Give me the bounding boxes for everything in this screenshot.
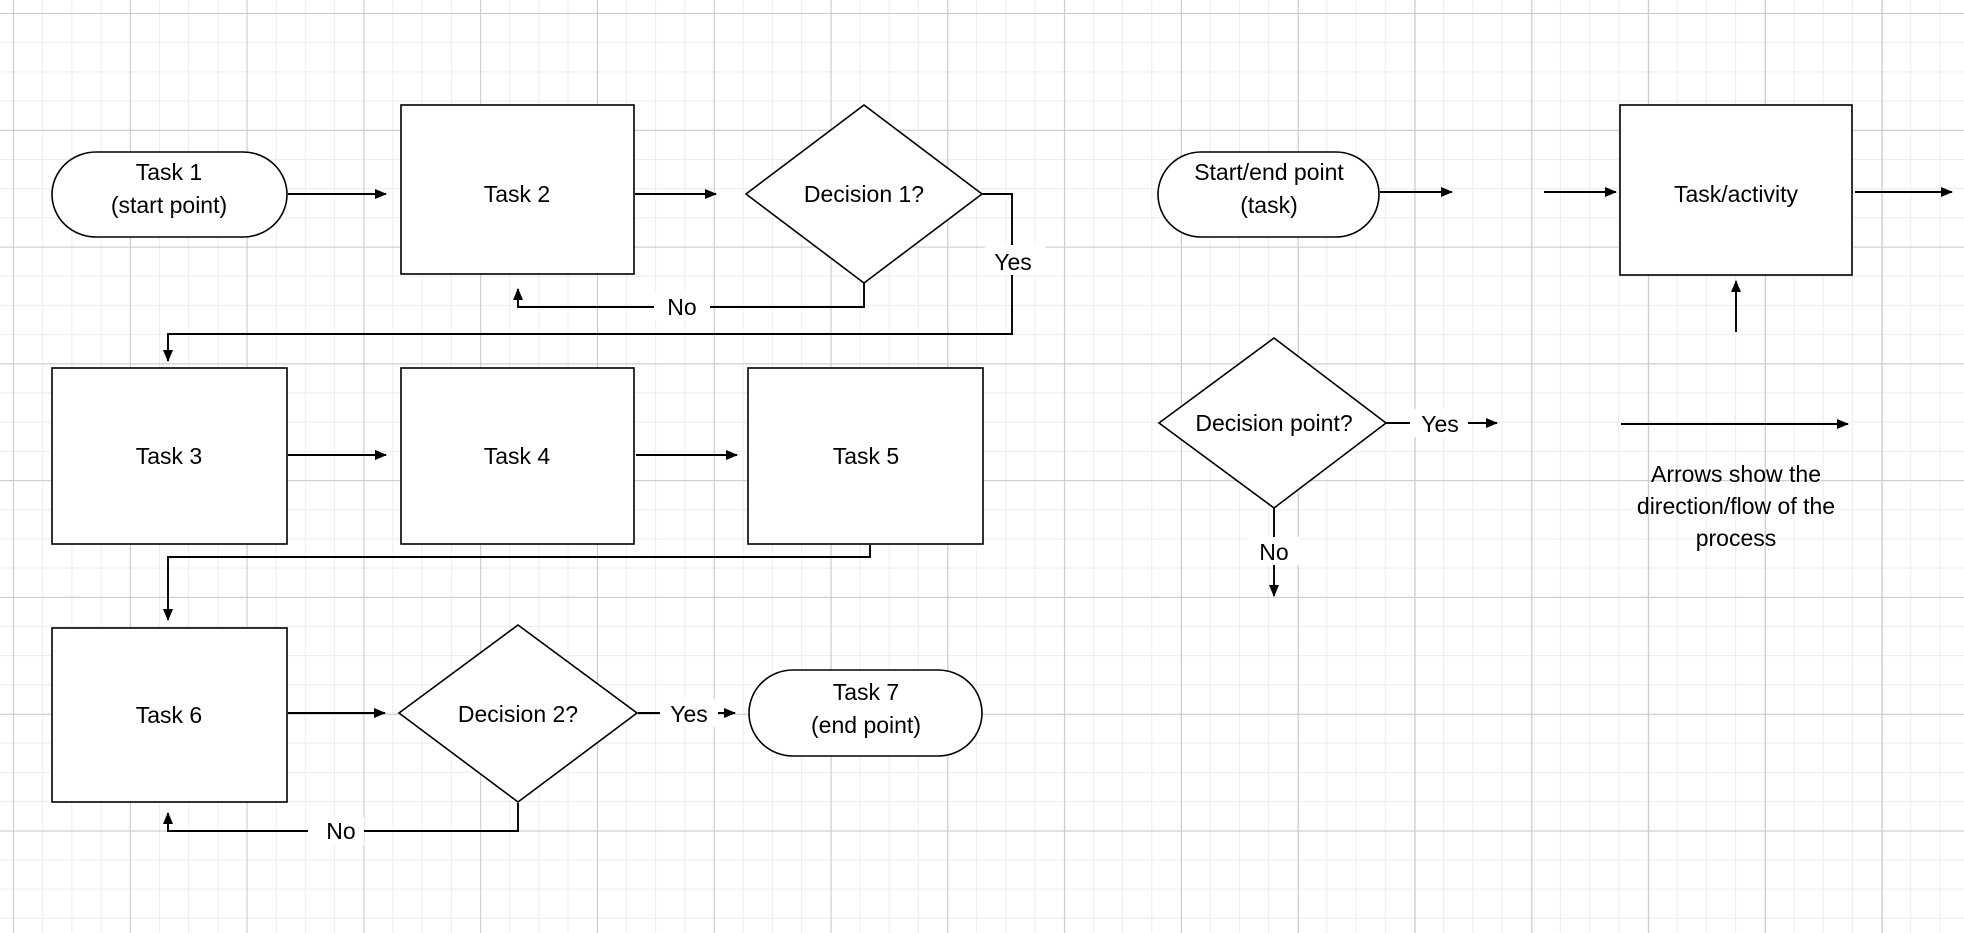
node-decision2[interactable]: Decision 2? [397, 624, 639, 803]
edge-decision1-task2-no: No [513, 283, 865, 321]
decision1-label: Decision 1? [804, 181, 924, 207]
task4-shape [400, 367, 635, 545]
decision2-shape [397, 624, 639, 803]
edge-decision1-task3-yes: Yes [163, 193, 1045, 362]
legend-decision-yes-label: Yes [1421, 411, 1459, 437]
task3-label: Task 3 [136, 443, 202, 469]
node-task5[interactable]: Task 5 [747, 367, 984, 545]
task5-shape [747, 367, 984, 545]
task5-label: Task 5 [833, 443, 899, 469]
legend-terminator-line1: Start/end point [1194, 159, 1344, 185]
yes-label-backdrop-2 [660, 699, 718, 727]
task6-shape [51, 627, 288, 803]
task6-label: Task 6 [136, 702, 202, 728]
edge-decision2-task7-yes: Yes [638, 699, 736, 727]
task1-label-line1: Task 1 [136, 159, 202, 185]
legend-decision-no-label: No [1259, 539, 1288, 565]
legend-decision-label: Decision point? [1195, 410, 1352, 436]
legend-no-backdrop [1248, 537, 1300, 565]
edge-label-no-decision2: No [326, 818, 355, 844]
legend-arrow-note-line2: direction/flow of the [1637, 493, 1835, 519]
node-decision1[interactable]: Decision 1? [744, 103, 984, 285]
task7-shape [748, 669, 983, 757]
no-label-backdrop-1 [654, 293, 710, 321]
task2-shape [400, 104, 635, 275]
task2-label: Task 2 [484, 181, 550, 207]
edge-decision2-task6-no: No [163, 803, 519, 845]
edge-label-no-decision1: No [667, 294, 696, 320]
edge-label-yes-decision2: Yes [670, 701, 708, 727]
legend-process-label: Task/activity [1674, 181, 1798, 207]
task1-label-line2: (start point) [111, 192, 227, 218]
legend-yes-backdrop [1410, 409, 1468, 437]
legend-terminator-shape [1157, 151, 1380, 238]
legend-terminator-line2: (task) [1240, 192, 1298, 218]
yes-label-backdrop-1 [985, 245, 1045, 275]
node-task3[interactable]: Task 3 [51, 367, 288, 545]
legend-arrow-note-line1: Arrows show the [1651, 461, 1821, 487]
node-task6[interactable]: Task 6 [51, 627, 288, 803]
task3-shape [51, 367, 288, 545]
node-task2[interactable]: Task 2 [400, 104, 635, 275]
decision2-label: Decision 2? [458, 701, 578, 727]
task1-shape [51, 151, 288, 238]
no-label-backdrop-2 [308, 817, 364, 845]
legend-decision[interactable]: Decision point? Yes No [1157, 337, 1498, 597]
legend-arrow-note-line3: process [1696, 525, 1777, 551]
legend-arrow-note: Arrows show the direction/flow of the pr… [1621, 419, 1849, 551]
node-task4[interactable]: Task 4 [400, 367, 635, 545]
node-task1[interactable]: Task 1 (start point) [51, 151, 288, 238]
edge-task5-task6 [163, 545, 871, 621]
legend-process[interactable]: Task/activity [1544, 104, 1953, 332]
task7-label-line1: Task 7 [833, 679, 899, 705]
legend-terminator[interactable]: Start/end point (task) [1157, 151, 1453, 238]
node-task7[interactable]: Task 7 (end point) [748, 669, 983, 757]
legend-process-shape [1619, 104, 1853, 276]
edge-label-yes-decision1: Yes [994, 249, 1032, 275]
task7-label-line2: (end point) [811, 712, 921, 738]
task4-label: Task 4 [484, 443, 551, 469]
